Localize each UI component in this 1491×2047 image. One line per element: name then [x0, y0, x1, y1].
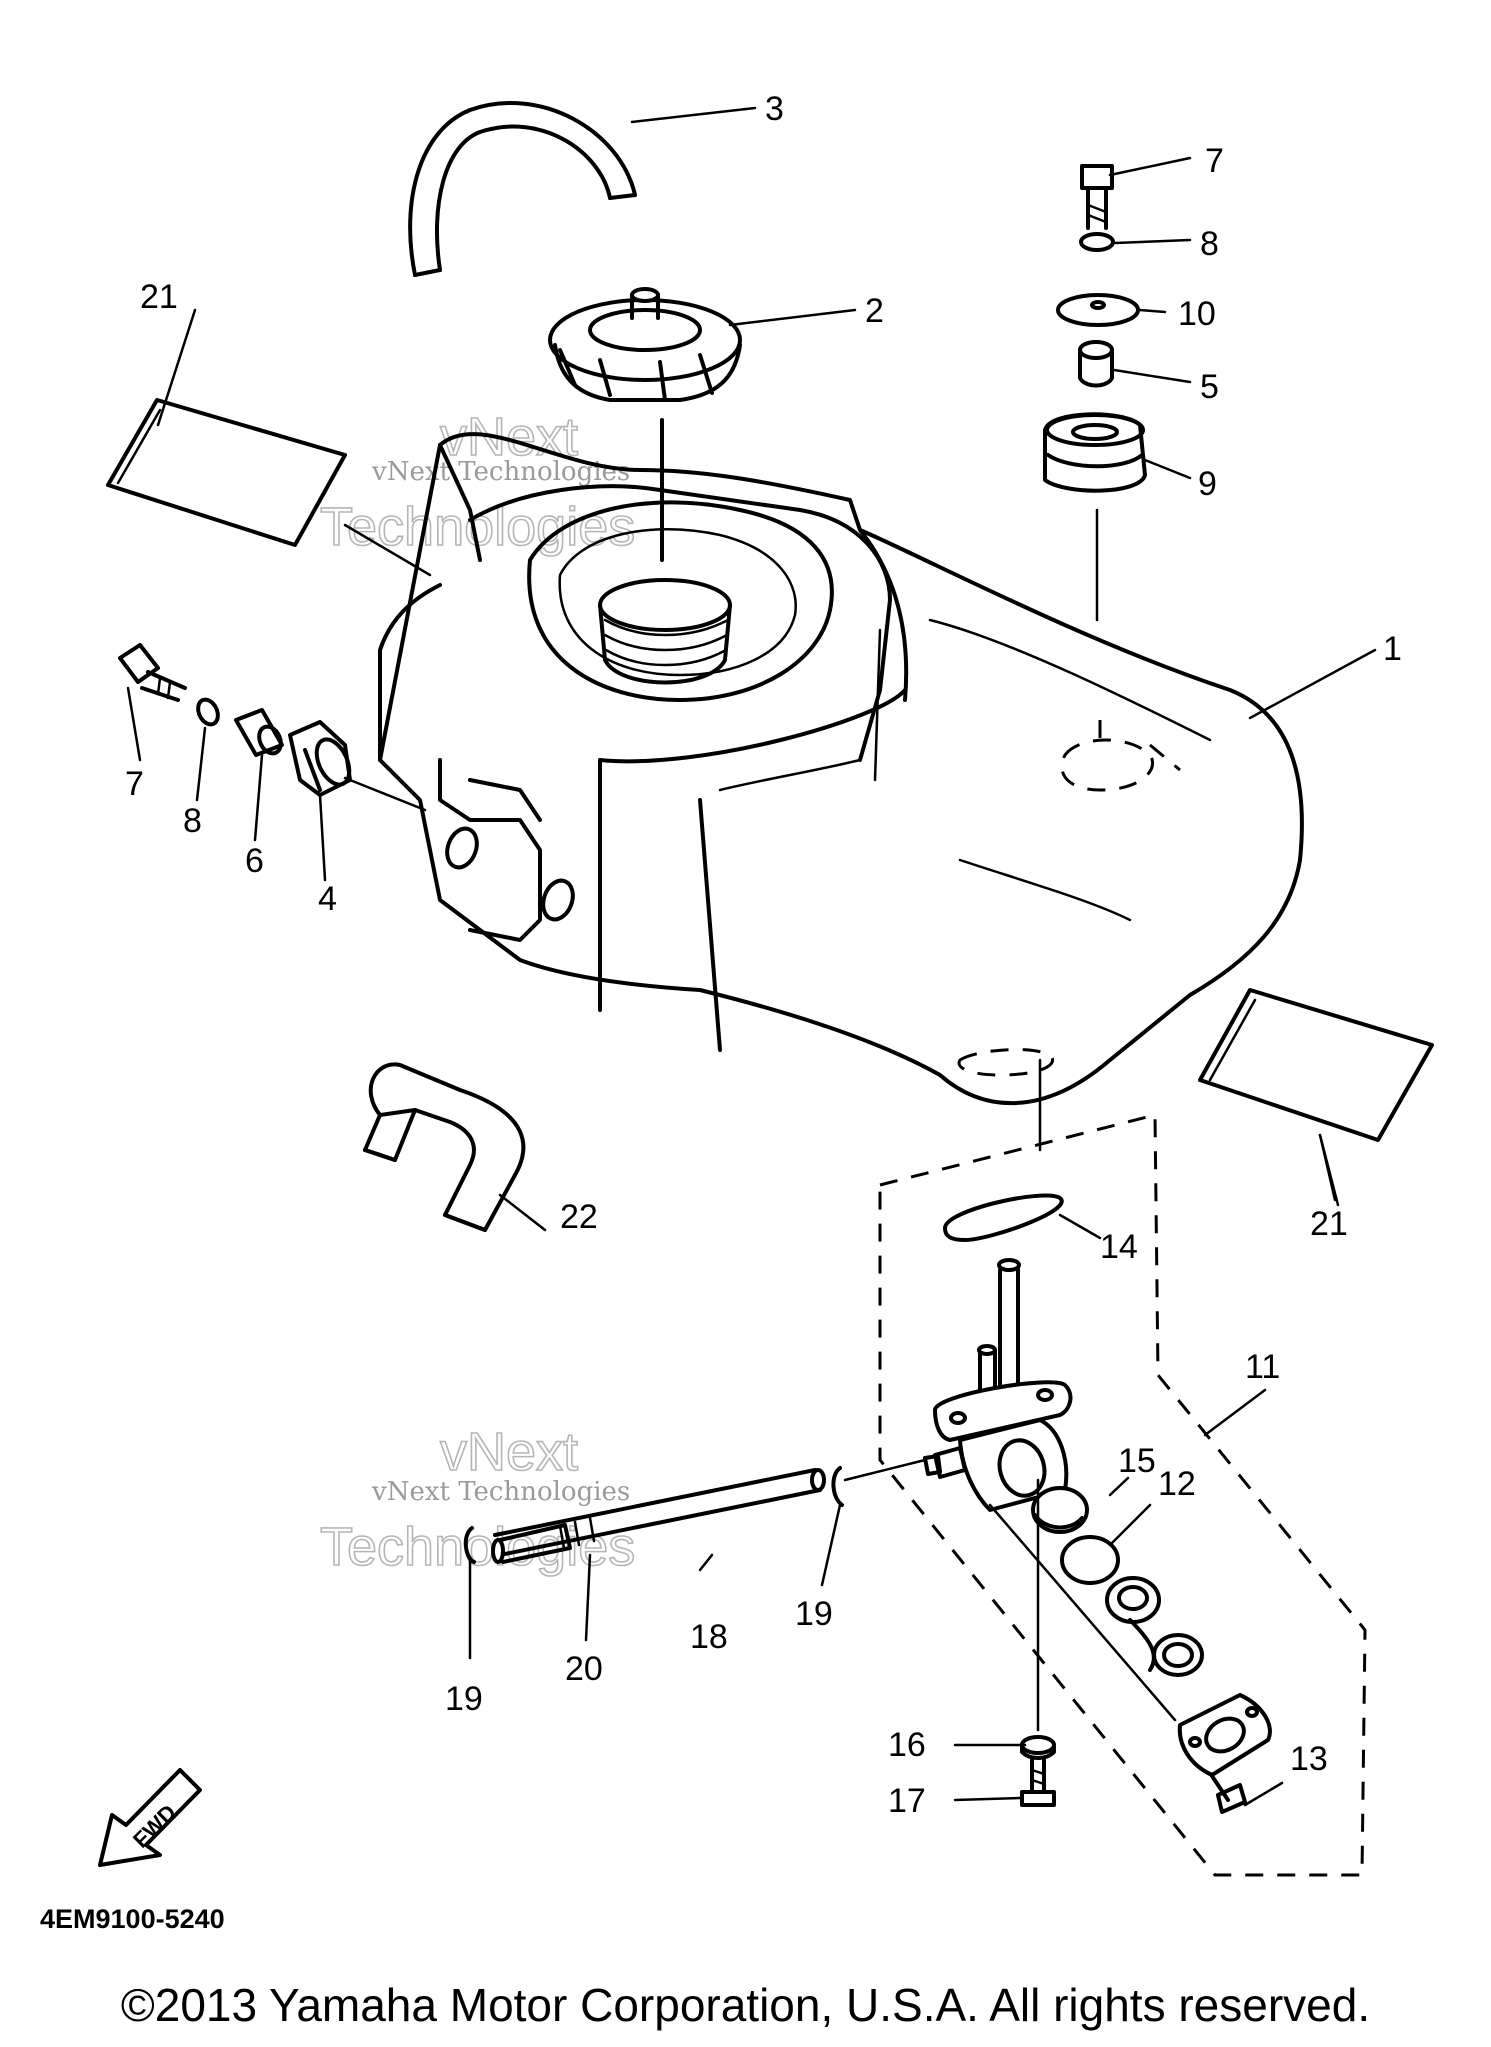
label-part-9: 9: [1198, 465, 1217, 503]
bolt-right: [1080, 164, 1114, 230]
label-part-19-right: 19: [795, 1595, 833, 1633]
pad-right: [1198, 988, 1434, 1142]
label-part-15: 15: [1118, 1442, 1156, 1480]
screw-13: [1210, 1774, 1247, 1814]
label-part-10: 10: [1178, 295, 1216, 333]
svg-text:vNext: vNext: [440, 1422, 578, 1482]
label-part-2: 2: [865, 292, 884, 330]
label-part-1: 1: [1383, 630, 1402, 668]
leader-lines: [126, 106, 1377, 1807]
lever-15: [1031, 1486, 1089, 1534]
label-part-7-left: 7: [125, 765, 144, 803]
label-part-5: 5: [1200, 368, 1219, 406]
svg-text:vNext Technologies: vNext Technologies: [371, 457, 630, 487]
label-part-19-left: 19: [445, 1680, 483, 1718]
label-part-18: 18: [690, 1618, 728, 1656]
cover-plate: [1177, 1693, 1272, 1777]
fuel-cock-box: [878, 1113, 1367, 1877]
label-part-16: 16: [888, 1726, 926, 1764]
grommet-left: [288, 720, 352, 797]
fuel-cock: [923, 1258, 1073, 1512]
filler-neck: [598, 578, 732, 685]
bolt-left: [118, 643, 187, 702]
label-part-7-right: 7: [1205, 142, 1224, 180]
watermark-top: vNext Technologies vNext Technologies: [319, 406, 636, 558]
label-part-21-right: 21: [1310, 1205, 1348, 1243]
label-part-17: 17: [888, 1782, 926, 1820]
label-part-21-top: 21: [140, 278, 178, 316]
clip-19-left: [463, 1526, 476, 1564]
part-labels: 3 2 7 8 10 5 9 1 21 7 8 6 4 22 21 14 11 …: [125, 90, 1402, 1820]
washer-left: [196, 697, 220, 727]
diagram-code: 4EM9100-5240: [40, 1904, 225, 1934]
fuel-hose-18: [493, 1468, 826, 1557]
label-part-12: 12: [1158, 1465, 1196, 1503]
washer-large-right: [1056, 293, 1140, 327]
label-part-13: 13: [1290, 1740, 1328, 1778]
label-part-3: 3: [765, 90, 784, 128]
label-part-22: 22: [560, 1198, 598, 1236]
pad-top-left: [106, 398, 347, 547]
valve-seal: [1105, 1576, 1204, 1677]
svg-text:Technologies: Technologies: [320, 1517, 635, 1577]
clip-19-right: [831, 1466, 844, 1507]
pipe-20: [491, 1516, 596, 1564]
o-ring-14: [943, 1193, 1064, 1242]
watermark-mid: vNext Technologies vNext Technologies: [319, 1421, 636, 1578]
label-part-8-right: 8: [1200, 225, 1219, 263]
fuel-cap: [548, 287, 742, 402]
breather-hose: [408, 100, 637, 277]
label-part-8-left: 8: [183, 802, 202, 840]
svg-text:vNext Technologies: vNext Technologies: [371, 1477, 630, 1507]
label-part-20: 20: [565, 1650, 603, 1688]
label-part-6: 6: [245, 842, 264, 880]
label-part-4: 4: [318, 880, 337, 918]
collar-right: [1078, 340, 1114, 388]
copyright-notice: ©2013 Yamaha Motor Corporation, U.S.A. A…: [120, 1979, 1371, 2031]
label-part-11: 11: [1245, 1348, 1280, 1386]
grommet-left-leader: [343, 776, 427, 812]
label-part-14: 14: [1100, 1228, 1138, 1266]
hose-cock-leader: [843, 1458, 927, 1482]
hose-clamp: [363, 1062, 526, 1232]
washer-right: [1079, 232, 1115, 252]
washer-16: [1020, 1735, 1056, 1760]
fuel-tank: [378, 432, 1304, 1106]
fwd-arrow-icon: FWD: [98, 1768, 202, 1867]
svg-text:vNext: vNext: [440, 407, 578, 467]
grommet-right: [1043, 412, 1147, 493]
collar-left: [234, 708, 284, 757]
gasket-12: [1060, 1535, 1120, 1585]
screw-17: [1020, 1758, 1056, 1807]
fuel-cock-axis: [988, 1503, 1177, 1722]
